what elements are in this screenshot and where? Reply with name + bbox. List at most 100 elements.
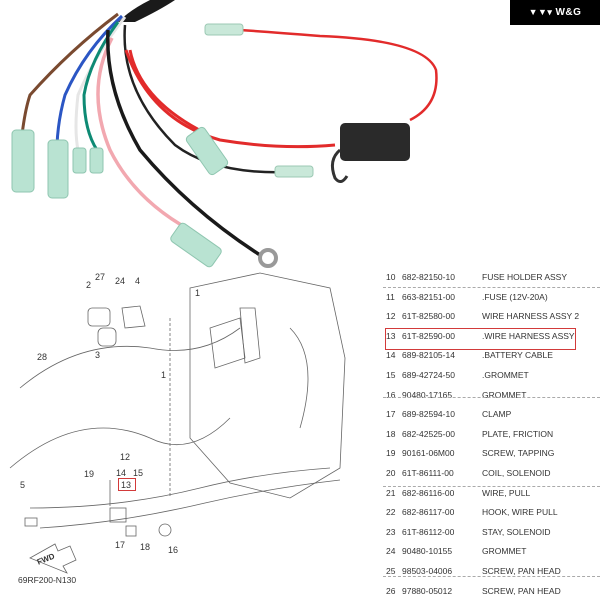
part-number: 90161-06M00	[402, 448, 455, 459]
stay-solenoid	[97, 327, 117, 347]
table-row: 10 682-82150-10 FUSE HOLDER ASSY	[375, 266, 600, 288]
part-description: GROMMET	[482, 389, 527, 400]
solenoid-coil	[87, 307, 111, 327]
part-number: 682-42525-00	[402, 428, 455, 439]
engine-part	[209, 317, 246, 369]
harness-line	[39, 479, 341, 529]
part-description: CLAMP	[482, 409, 512, 420]
part-description: .GROMMET	[482, 370, 529, 380]
female-connector	[170, 222, 222, 268]
ref-number: 13	[386, 330, 396, 341]
callout-13-highlight	[118, 478, 136, 491]
pink-wire	[96, 37, 191, 232]
ref-number: 19	[386, 448, 396, 459]
fuse-holder-strap	[330, 148, 349, 183]
female-connector	[11, 129, 35, 193]
ref-number: 12	[386, 311, 396, 322]
part-number: 61T-86111-00	[402, 468, 454, 478]
part-description: SCREW, PAN HEAD	[482, 585, 561, 596]
male-connector	[204, 23, 244, 36]
male-connector	[72, 147, 87, 174]
callout-14: 14	[116, 468, 126, 478]
callout-15: 15	[133, 468, 143, 478]
part-description: SCREW, PAN HEAD	[482, 566, 561, 576]
engine-block	[189, 272, 346, 499]
harness-line	[29, 467, 331, 509]
red-wire-fuse-in	[124, 49, 336, 149]
part-description: COIL, SOLENOID	[482, 468, 551, 478]
part-number: 98503-04006	[402, 566, 453, 576]
callout-24: 24	[115, 276, 125, 286]
red-wire-short	[128, 49, 206, 135]
fwd-arrow	[29, 543, 77, 574]
part-description: FUSE HOLDER ASSY	[482, 272, 568, 282]
part-number: 689-82105-14	[402, 350, 455, 361]
black-wire	[123, 24, 291, 174]
callout-12: 12	[120, 452, 130, 462]
part-description: STAY, SOLENOID	[482, 526, 551, 537]
female-connector	[47, 139, 69, 199]
callout-18: 18	[140, 542, 150, 552]
callout-4: 4	[135, 276, 140, 286]
fuse-holder	[340, 123, 410, 161]
part-number: 689-82594-10	[402, 409, 455, 420]
callout-28: 28	[37, 352, 47, 362]
part-number: 90480-17165	[402, 389, 453, 400]
clamp-17	[109, 507, 127, 523]
blue-wire	[55, 14, 124, 146]
row-separator	[383, 397, 600, 398]
part-number: 682-82150-10	[402, 272, 455, 282]
table-row: 22 682-86117-00 HOOK, WIRE PULL	[375, 501, 600, 523]
harness-sheath	[118, 0, 175, 22]
ref-number: 10	[386, 272, 396, 282]
part-description: .BATTERY CABLE	[482, 350, 553, 361]
ref-number: 18	[386, 428, 396, 439]
table-row: 18 682-42525-00 PLATE, FRICTION	[375, 423, 600, 445]
callout-3: 3	[95, 350, 100, 360]
ref-number: 17	[386, 409, 396, 420]
part-number: 689-42724-50	[402, 370, 455, 380]
engine-contour	[289, 327, 309, 429]
highlighted-row-box	[385, 328, 576, 350]
part-description: WIRE HARNESS ASSY 2	[482, 311, 580, 322]
ref-number: 26	[386, 585, 396, 596]
ref-number: 25	[386, 566, 396, 576]
row-separator	[383, 287, 600, 288]
table-row: 15 689-42724-50 .GROMMET	[375, 364, 600, 386]
wire-harness-photo	[0, 0, 600, 272]
ref-number: 23	[386, 526, 396, 537]
callout-1: 1	[195, 288, 200, 298]
green-wire	[82, 21, 120, 151]
callout-19: 19	[84, 469, 94, 479]
brand-label: W&G	[555, 7, 582, 18]
ref-number: 15	[386, 370, 396, 380]
plate-friction-18	[125, 525, 137, 537]
callout-16: 16	[168, 545, 178, 555]
table-row: 25 98503-04006 SCREW, PAN HEAD	[375, 560, 600, 582]
harness-line	[9, 417, 231, 469]
callout-5: 5	[20, 480, 25, 490]
part-description: SCREW, TAPPING	[482, 448, 555, 459]
ref-number: 22	[386, 507, 396, 518]
ring-terminal	[258, 248, 278, 268]
female-connector	[185, 126, 229, 176]
shaft	[239, 307, 261, 364]
part-description: PLATE, FRICTION	[482, 428, 554, 439]
part-number: 682-86117-00	[402, 507, 455, 518]
callout-1b: 1	[161, 370, 166, 380]
wire-harness-illustration	[11, 0, 438, 268]
part-description: HOOK, WIRE PULL	[482, 507, 558, 518]
part-number: 61T-86112-00	[402, 526, 455, 537]
part-description: .WIRE HARNESS ASSY	[482, 330, 575, 341]
parts-diagram-drawing: 27 2 24 4 1 28 3 1 12 14 15 13 19 5 17 1…	[9, 272, 346, 585]
row-separator	[383, 576, 600, 577]
exploded-parts-diagram: 27 2 24 4 1 28 3 1 12 14 15 13 19 5 17 1…	[0, 268, 375, 600]
callout-27: 27	[95, 272, 105, 282]
black-wire-ring	[106, 29, 261, 257]
